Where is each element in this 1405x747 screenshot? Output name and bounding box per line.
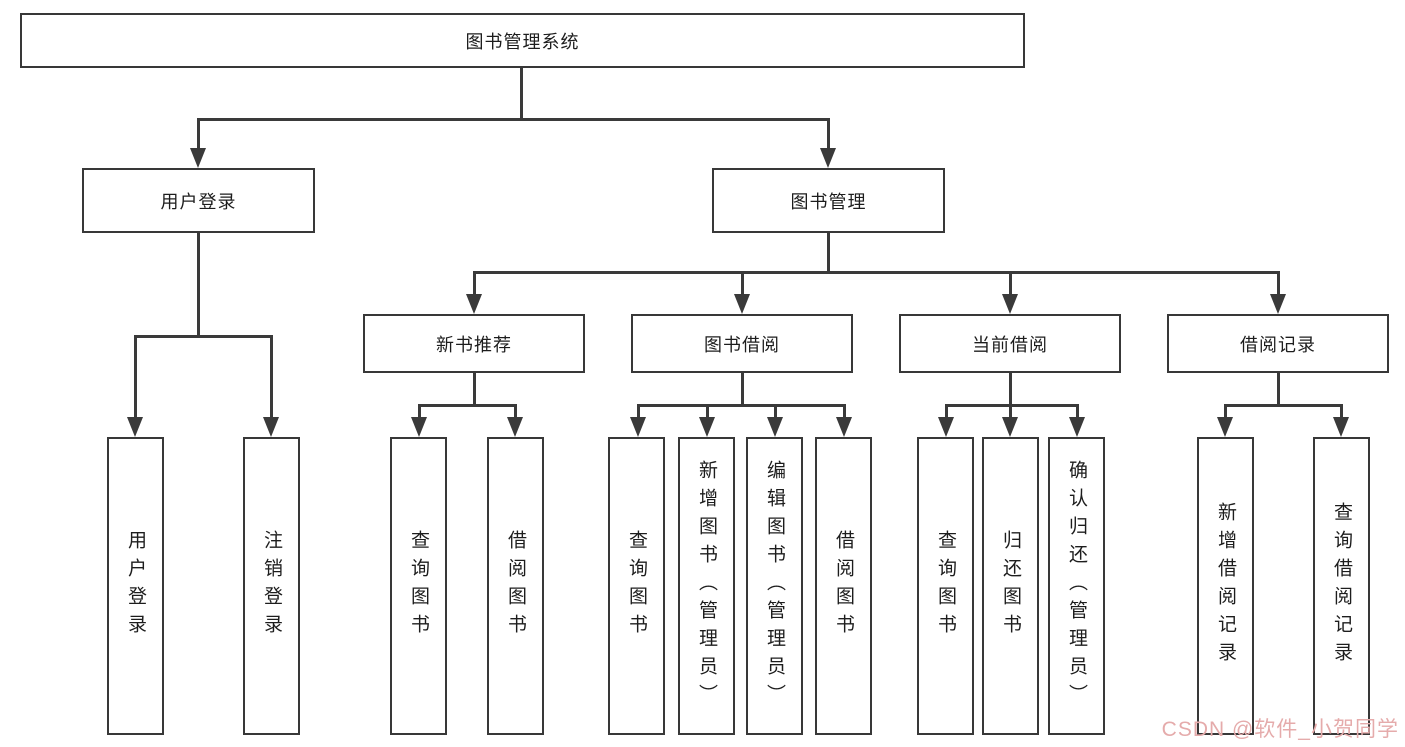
leaf-add-borrow-record: 新增借阅记录	[1197, 437, 1254, 735]
connector-drop-bookmgmt	[827, 118, 830, 152]
connector-stem	[741, 373, 744, 407]
node-user-login: 用户登录	[82, 168, 315, 233]
connector-drop	[637, 404, 640, 420]
connector-drop-login	[197, 118, 200, 152]
connector-drop	[945, 404, 948, 420]
leaf-label: 新增图书（管理员）	[696, 460, 717, 712]
arrow-down-icon	[767, 417, 783, 437]
node-root: 图书管理系统	[20, 13, 1025, 68]
leaf-label: 借阅图书	[833, 530, 854, 642]
arrow-down-icon	[1002, 294, 1018, 314]
csdn-watermark: CSDN @软件_小贺同学	[1161, 718, 1399, 741]
connector-drop	[1009, 404, 1012, 420]
leaf-borrow-books: 借阅图书	[815, 437, 872, 735]
arrow-down-icon	[1069, 417, 1085, 437]
node-borrowing-records-label: 借阅记录	[1240, 334, 1316, 355]
leaf-add-books-admin: 新增图书（管理员）	[678, 437, 735, 735]
node-current-borrowing: 当前借阅	[899, 314, 1121, 373]
arrow-down-icon	[1217, 417, 1233, 437]
node-current-borrowing-label: 当前借阅	[972, 334, 1048, 355]
leaf-label: 编辑图书（管理员）	[764, 460, 785, 712]
connector-bar	[418, 404, 517, 407]
connector-drop	[1076, 404, 1079, 420]
node-root-label: 图书管理系统	[465, 31, 580, 52]
leaf-confirm-return-admin: 确认归还（管理员）	[1048, 437, 1105, 735]
leaf-label: 注销登录	[261, 530, 282, 642]
leaf-logout: 注销登录	[243, 437, 300, 735]
leaf-query-borrow-record: 查询借阅记录	[1313, 437, 1370, 735]
leaf-edit-books-admin: 编辑图书（管理员）	[746, 437, 803, 735]
leaf-query-books-current: 查询图书	[917, 437, 974, 735]
connector-drop	[514, 404, 517, 420]
arrow-down-icon	[836, 417, 852, 437]
leaf-borrow-books-recommend: 借阅图书	[487, 437, 544, 735]
leaf-label: 查询图书	[408, 530, 429, 642]
connector-mgmt-stem	[827, 233, 830, 274]
connector-drop	[843, 404, 846, 420]
leaf-query-books-recommend: 查询图书	[390, 437, 447, 735]
arrow-down-icon	[1333, 417, 1349, 437]
leaf-label: 查询借阅记录	[1331, 502, 1352, 670]
arrow-down-icon	[263, 417, 279, 437]
arrow-down-icon	[127, 417, 143, 437]
arrow-down-icon	[734, 294, 750, 314]
connector-drop	[473, 271, 476, 297]
connector-drop	[418, 404, 421, 420]
node-new-book-recommend-label: 新书推荐	[436, 334, 512, 355]
connector-drop	[1009, 271, 1012, 297]
connector-drop	[774, 404, 777, 420]
arrow-down-icon	[507, 417, 523, 437]
connector-drop	[1277, 271, 1280, 297]
connector-drop	[1224, 404, 1227, 420]
node-book-management: 图书管理	[712, 168, 945, 233]
node-book-management-label: 图书管理	[790, 191, 867, 212]
arrow-down-icon	[938, 417, 954, 437]
leaf-label: 查询图书	[935, 530, 956, 642]
connector-drop	[741, 271, 744, 297]
arrow-down-icon	[466, 294, 482, 314]
connector-drop	[134, 335, 137, 419]
connector-bar	[1224, 404, 1343, 407]
connector-root-bar	[197, 118, 830, 121]
node-user-login-label: 用户登录	[160, 191, 237, 212]
connector-stem	[473, 373, 476, 407]
leaf-user-login: 用户登录	[107, 437, 164, 735]
arrow-down-icon	[411, 417, 427, 437]
arrow-down-icon	[1270, 294, 1286, 314]
arrow-down-icon	[699, 417, 715, 437]
connector-mgmt-bar	[473, 271, 1280, 274]
leaf-return-books: 归还图书	[982, 437, 1039, 735]
connector-stem	[1277, 373, 1280, 407]
leaf-label: 归还图书	[1000, 530, 1021, 642]
connector-stem	[1009, 373, 1012, 407]
connector-root-stem	[520, 68, 523, 120]
leaf-query-books-borrow: 查询图书	[608, 437, 665, 735]
connector-drop	[270, 335, 273, 419]
connector-drop	[706, 404, 709, 420]
leaf-label: 确认归还（管理员）	[1066, 460, 1087, 712]
node-book-borrowing-label: 图书借阅	[704, 334, 780, 355]
arrow-down-icon	[820, 148, 836, 168]
node-new-book-recommend: 新书推荐	[363, 314, 585, 373]
leaf-label: 新增借阅记录	[1215, 502, 1236, 670]
leaf-label: 借阅图书	[505, 530, 526, 642]
connector-drop	[1340, 404, 1343, 420]
arrow-down-icon	[1002, 417, 1018, 437]
leaf-label: 查询图书	[626, 530, 647, 642]
node-borrowing-records: 借阅记录	[1167, 314, 1389, 373]
connector-login-stem	[197, 233, 200, 337]
arrow-down-icon	[630, 417, 646, 437]
node-book-borrowing: 图书借阅	[631, 314, 853, 373]
connector-login-bar	[134, 335, 273, 338]
leaf-label: 用户登录	[125, 530, 146, 642]
arrow-down-icon	[190, 148, 206, 168]
connector-bar	[637, 404, 846, 407]
